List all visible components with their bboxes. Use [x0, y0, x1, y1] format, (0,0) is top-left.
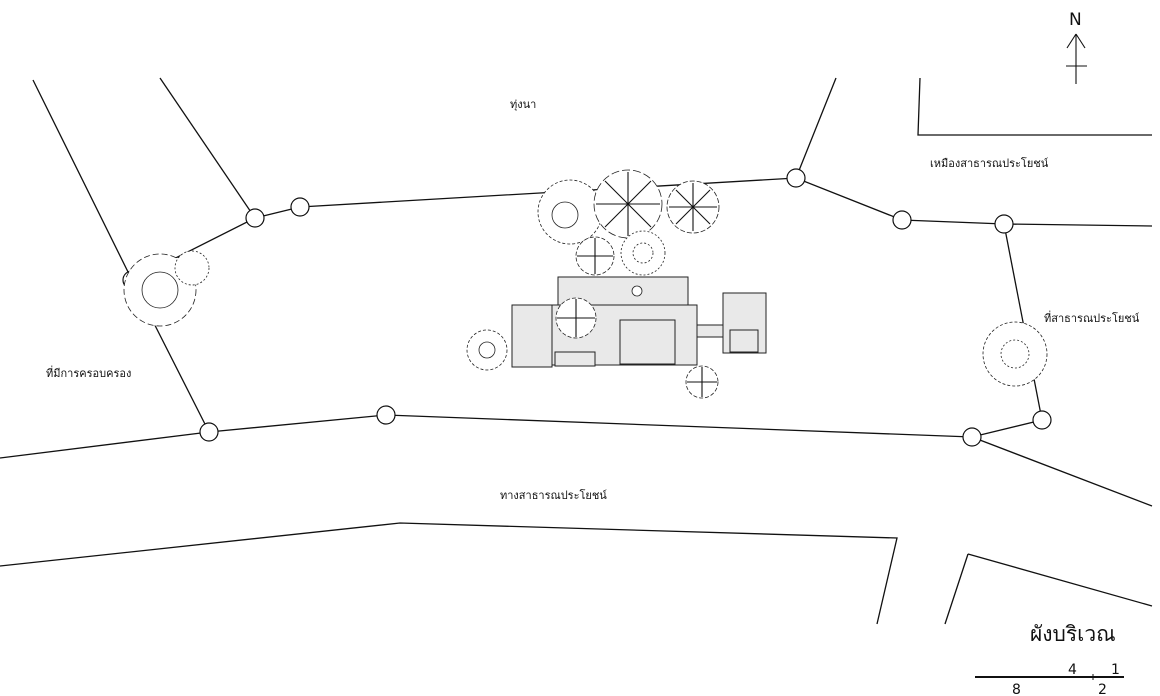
- tree-icon: [982, 321, 1048, 387]
- west-owned-land-label: ที่มีการครอบครอง: [46, 365, 131, 380]
- scale-label: 1: [1111, 662, 1120, 678]
- walkway: [696, 324, 724, 338]
- north-letter: N: [1069, 10, 1082, 30]
- boundary-post: [892, 210, 912, 230]
- boundary-post: [962, 427, 982, 447]
- north-public-utility-label: เหมืองสาธารณประโยชน์: [930, 156, 1049, 170]
- tree-icon: [123, 250, 210, 327]
- tree-icon: [685, 365, 719, 399]
- public-road-label: ทางสาธารณประโยชน์: [500, 488, 607, 502]
- buildings: [511, 276, 767, 368]
- boundary-post: [199, 422, 219, 442]
- tree-icon: [593, 169, 663, 239]
- boundary-post: [786, 168, 806, 188]
- boundary-post: [290, 197, 310, 217]
- boundary-post: [376, 405, 396, 425]
- tree-icon: [575, 236, 615, 276]
- tree-icon: [466, 329, 508, 371]
- trees: [123, 169, 1048, 399]
- main-house-west-wing: [511, 304, 553, 368]
- boundary-post: [994, 214, 1014, 234]
- north-arrow-icon: N: [1066, 10, 1087, 84]
- scale-label: 8: [1012, 682, 1021, 696]
- tree-icon: [537, 179, 603, 245]
- scale-label: 4: [1068, 662, 1077, 678]
- east-public-land-label: ที่สาธารณประโยชน์: [1044, 310, 1140, 325]
- scale-label: 2: [1098, 682, 1107, 696]
- boundary-post: [245, 208, 265, 228]
- scale-bar: 4 1 8 2: [975, 662, 1124, 696]
- paddy-field-label: ทุ่งนา: [510, 98, 536, 111]
- boundary-post: [1032, 410, 1052, 430]
- plan-title: ผังบริเวณ: [1030, 622, 1116, 646]
- tree-icon: [666, 180, 720, 234]
- tree-icon: [620, 230, 666, 276]
